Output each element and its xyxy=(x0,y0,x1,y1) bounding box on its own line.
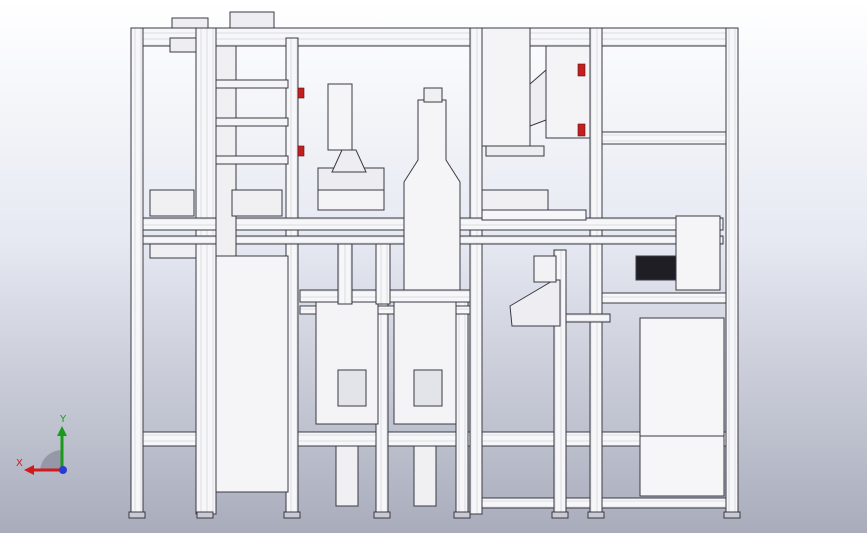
hopper-cap[interactable] xyxy=(423,87,443,103)
left-guide-bar-1 xyxy=(215,79,289,89)
electrical-cabinet[interactable] xyxy=(639,317,725,497)
actuator-column-left[interactable] xyxy=(337,243,353,305)
clamp-block-2[interactable] xyxy=(231,189,283,217)
red-stopper-3 xyxy=(577,63,586,77)
rail-slider-bar[interactable] xyxy=(481,209,587,221)
foot-1 xyxy=(128,511,146,519)
post-9[interactable] xyxy=(725,27,739,515)
control-housing[interactable] xyxy=(481,27,531,147)
right-side-rail[interactable] xyxy=(565,313,611,323)
post-6[interactable] xyxy=(469,27,483,515)
gripper-arm[interactable] xyxy=(327,83,353,151)
left-guide-bar-2 xyxy=(215,117,289,127)
left-guide-bar-3 xyxy=(215,155,289,165)
foot-7 xyxy=(587,511,605,519)
linear-axis-right-slider[interactable] xyxy=(413,369,443,407)
actuator-column-right[interactable] xyxy=(375,243,391,305)
hopper-housing[interactable] xyxy=(403,99,461,291)
vertical-guide-unit[interactable] xyxy=(545,45,591,139)
left-column-panel xyxy=(215,255,289,493)
motor-housing[interactable] xyxy=(675,215,721,291)
post-5[interactable] xyxy=(455,295,469,515)
servo-motor[interactable] xyxy=(635,255,677,281)
gripper-plate[interactable] xyxy=(317,189,385,211)
control-housing-base xyxy=(485,145,545,157)
post-8[interactable] xyxy=(589,27,603,515)
x-axis-label: X xyxy=(16,458,23,469)
left-gauge[interactable] xyxy=(149,243,197,259)
sub-rail-2[interactable] xyxy=(299,305,471,315)
top-fixture-2 xyxy=(229,11,275,29)
foot-3 xyxy=(283,511,301,519)
base-beam[interactable] xyxy=(469,497,739,509)
y-axis-arrowhead-icon xyxy=(57,426,67,436)
foot-8 xyxy=(723,511,741,519)
mid-beam-right[interactable] xyxy=(597,292,739,304)
mount-bracket xyxy=(529,68,547,127)
foot-6 xyxy=(551,511,569,519)
triad-origin-icon xyxy=(40,449,62,470)
orientation-triad xyxy=(24,426,67,475)
foot-5 xyxy=(453,511,471,519)
z-axis-dot-icon xyxy=(59,466,67,474)
cylinder-right[interactable] xyxy=(413,445,437,507)
post-2[interactable] xyxy=(195,27,217,515)
foot-4 xyxy=(373,511,391,519)
top-fixture-1 xyxy=(171,17,209,29)
x-axis-arrowhead-icon xyxy=(24,465,34,475)
gripper-bracket xyxy=(331,149,367,173)
left-column-top xyxy=(215,45,237,257)
clamp-block-1[interactable] xyxy=(149,189,195,217)
foot-2 xyxy=(196,511,214,519)
bottom-beam-left[interactable] xyxy=(130,431,472,447)
post-1[interactable] xyxy=(130,27,144,515)
red-stopper-2 xyxy=(297,145,305,157)
left-clamp-bar xyxy=(169,37,197,53)
y-axis-label: Y xyxy=(60,414,67,425)
cylinder-left[interactable] xyxy=(335,445,359,507)
discharge-chute[interactable] xyxy=(509,279,561,327)
chute-support xyxy=(533,255,557,283)
linear-axis-left-slider[interactable] xyxy=(337,369,367,407)
red-stopper-1 xyxy=(297,87,305,99)
red-stopper-4 xyxy=(577,123,586,137)
upper-cross-beam[interactable] xyxy=(597,131,739,145)
